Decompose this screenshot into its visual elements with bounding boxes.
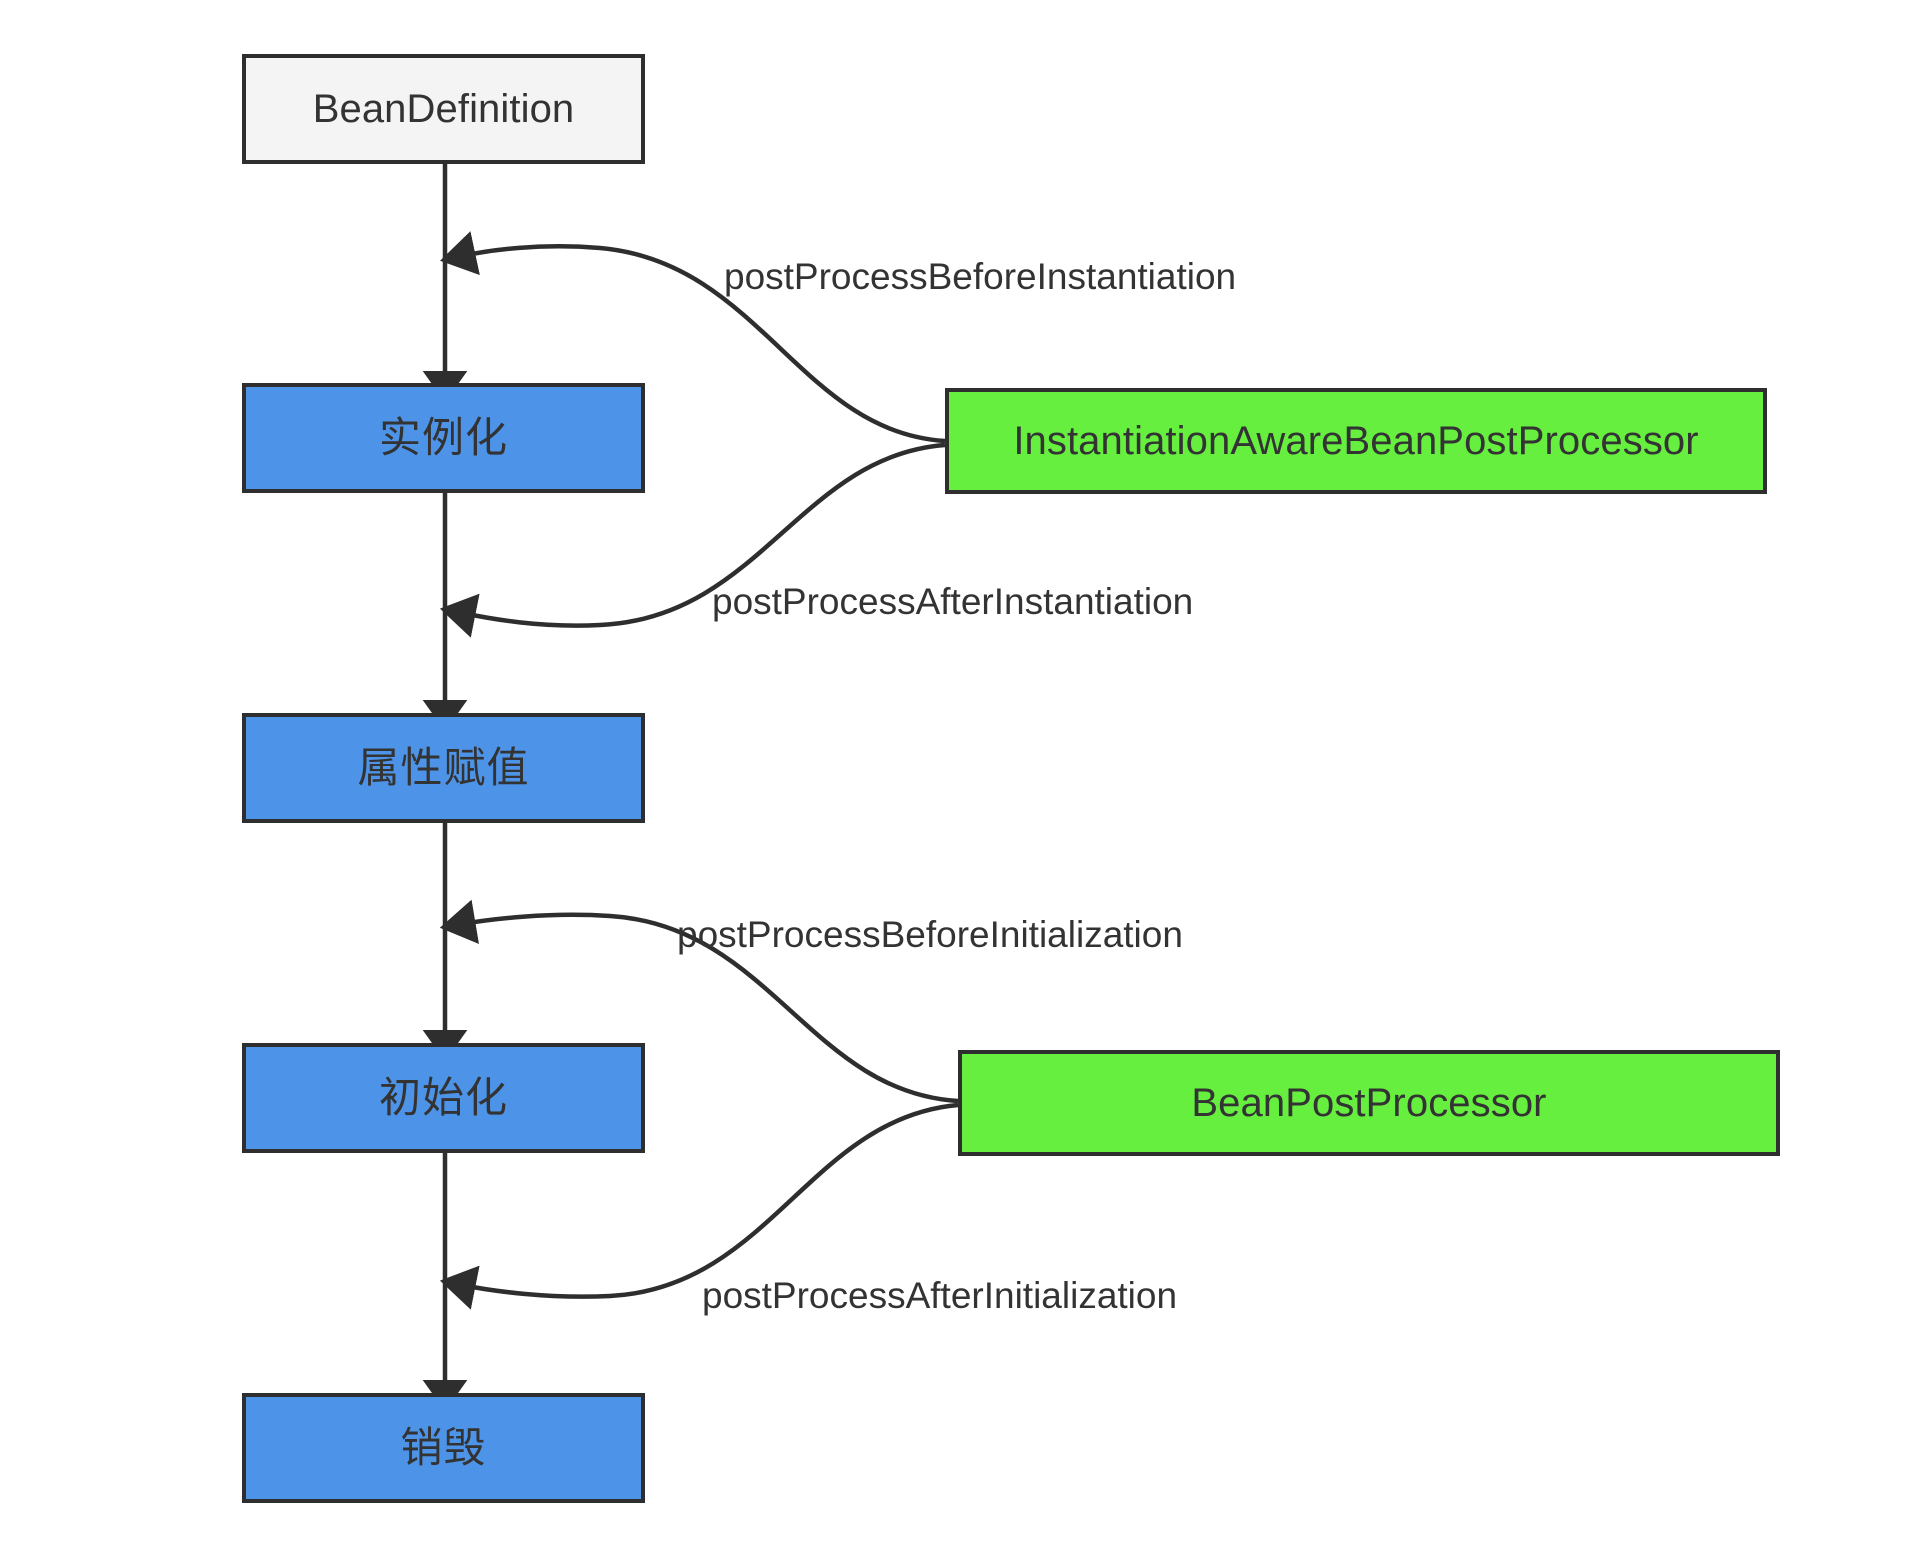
node-initialization[interactable]: 初始化 <box>242 1043 645 1153</box>
edge-label-before-initialization: postProcessBeforeInitialization <box>677 914 1183 955</box>
node-bean-post-processor[interactable]: BeanPostProcessor <box>958 1050 1780 1156</box>
node-destruction[interactable]: 销毁 <box>242 1393 645 1503</box>
edge-label-after-initialization: postProcessAfterInitialization <box>702 1275 1178 1316</box>
edge-label-after-instantiation: postProcessAfterInstantiation <box>712 581 1194 622</box>
node-bean-definition-label: BeanDefinition <box>312 87 575 131</box>
node-bean-post-processor-label: BeanPostProcessor <box>1191 1081 1547 1125</box>
node-instantiation[interactable]: 实例化 <box>242 383 645 493</box>
node-destruction-label: 销毁 <box>400 1423 487 1471</box>
node-instantiation-aware-bean-post-processor[interactable]: InstantiationAwareBeanPostProcessor <box>945 388 1767 494</box>
edge-label-before-instantiation: postProcessBeforeInstantiation <box>724 256 1237 297</box>
node-property-population-label: 属性赋值 <box>357 743 530 791</box>
node-instantiation-label: 实例化 <box>378 413 508 461</box>
node-initialization-label: 初始化 <box>378 1073 508 1121</box>
node-property-population[interactable]: 属性赋值 <box>242 713 645 823</box>
node-bean-definition[interactable]: BeanDefinition <box>242 54 645 164</box>
node-instantiation-aware-bean-post-processor-label: InstantiationAwareBeanPostProcessor <box>1013 419 1699 463</box>
